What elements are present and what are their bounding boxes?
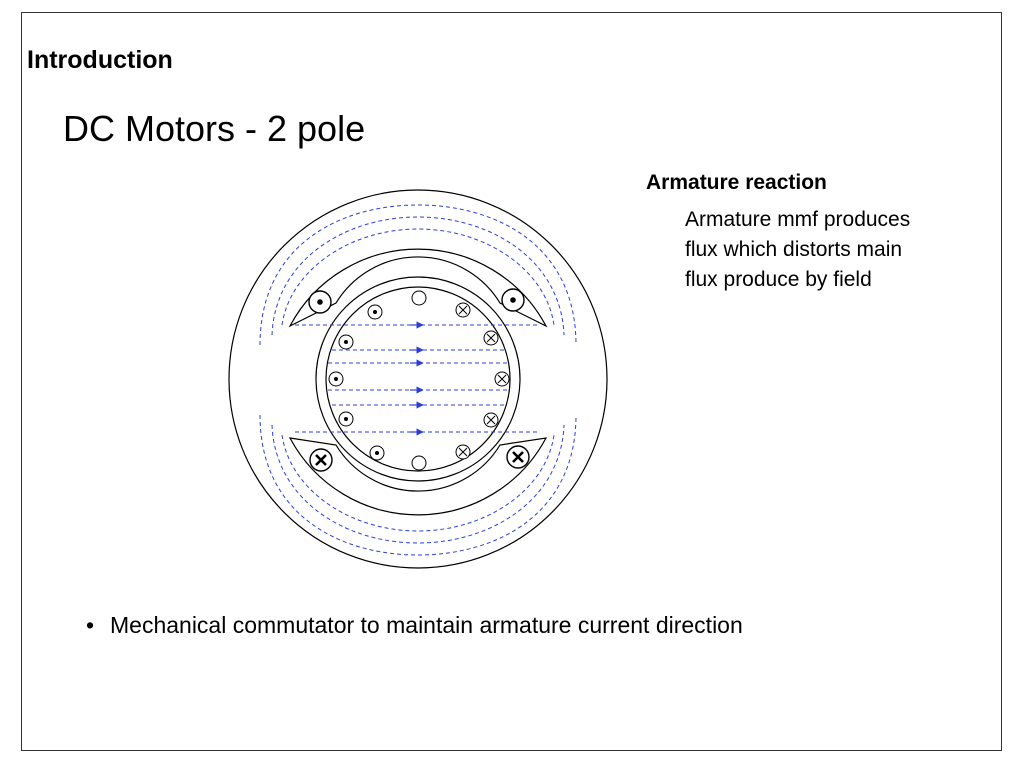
dot-mark <box>510 297 516 303</box>
cross-mark <box>486 333 496 343</box>
rotor-outer-circle <box>315 276 521 482</box>
dot-mark <box>334 377 338 381</box>
flux-loop-inner-top <box>281 228 555 326</box>
note-line: Armature mmf produces <box>685 208 911 231</box>
flux-loop-inner-bottom <box>281 434 555 532</box>
armature-conductors-right <box>455 302 510 460</box>
note-heading: Armature reaction <box>646 171 827 194</box>
dot-mark <box>373 310 377 314</box>
cross-mark <box>458 305 468 315</box>
section-title: Introduction <box>27 46 173 74</box>
field-conductor-bottom-right <box>506 445 530 469</box>
flux-loop-middle-bottom <box>271 424 565 544</box>
stator-outer-circle <box>228 189 608 569</box>
dc-motor-diagram <box>228 189 608 569</box>
note-line: flux produce by field <box>685 268 872 291</box>
cross-mark <box>315 454 327 466</box>
flux-loop-outer-bottom <box>259 414 577 556</box>
bullet-symbol: • <box>86 612 95 638</box>
note-body: Armature mmf produces flux which distort… <box>685 205 985 295</box>
dot-mark <box>375 451 379 455</box>
empty-circle-icon <box>411 290 427 306</box>
cross-mark <box>486 415 496 425</box>
flux-loop-middle-top <box>271 216 565 336</box>
dot-mark <box>317 299 323 305</box>
empty-circle-icon <box>411 455 427 471</box>
cross-mark <box>497 374 507 384</box>
field-conductor-top-left <box>308 290 332 314</box>
dot-mark <box>344 340 348 344</box>
slide-title: DC Motors - 2 pole <box>63 108 366 149</box>
armature-conductors-left <box>328 304 385 461</box>
rotor-inner-circle <box>325 286 511 472</box>
pole-north <box>288 248 548 328</box>
bullet-text: Mechanical commutator to maintain armatu… <box>110 612 743 638</box>
note-line: flux which distorts main <box>685 238 903 261</box>
armature-crosses <box>458 305 507 457</box>
field-conductor-top-right <box>501 288 525 312</box>
cross-mark <box>512 451 524 463</box>
armature-dots <box>334 310 379 455</box>
flux-lines <box>259 204 577 556</box>
pole-south <box>288 437 548 516</box>
field-conductor-bottom-left <box>309 448 333 472</box>
slide-frame <box>21 12 1002 751</box>
flux-loop-outer-top <box>259 204 577 346</box>
dot-mark <box>344 417 348 421</box>
bullet-item: • Mechanical commutator to maintain armat… <box>86 612 743 639</box>
cross-mark <box>458 447 468 457</box>
flux-arrows <box>410 321 424 436</box>
